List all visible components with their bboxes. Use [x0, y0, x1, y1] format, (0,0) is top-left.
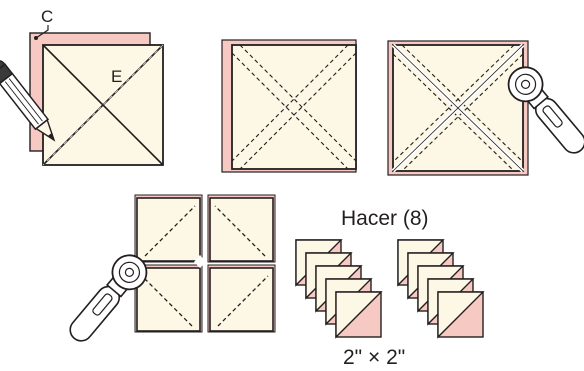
step-3-cut-diagonals: [387, 40, 584, 176]
hst-stack-left: [295, 239, 382, 338]
hst-stack-right: [397, 239, 484, 338]
make-count-label: Hacer (8): [341, 207, 429, 230]
unit-size-label: 2" × 2": [343, 346, 405, 369]
fabric-c-label: C: [41, 7, 53, 26]
pencil-icon: [0, 60, 56, 142]
result-hst-units: Hacer (8) 2" × 2": [295, 207, 484, 369]
top-square: [231, 44, 357, 170]
step-1-mark-diagonals: C E: [0, 7, 164, 166]
step-2-stitch-square: [221, 39, 357, 173]
fabric-e-label: E: [111, 67, 122, 86]
step-4-cut-units: [60, 194, 276, 351]
